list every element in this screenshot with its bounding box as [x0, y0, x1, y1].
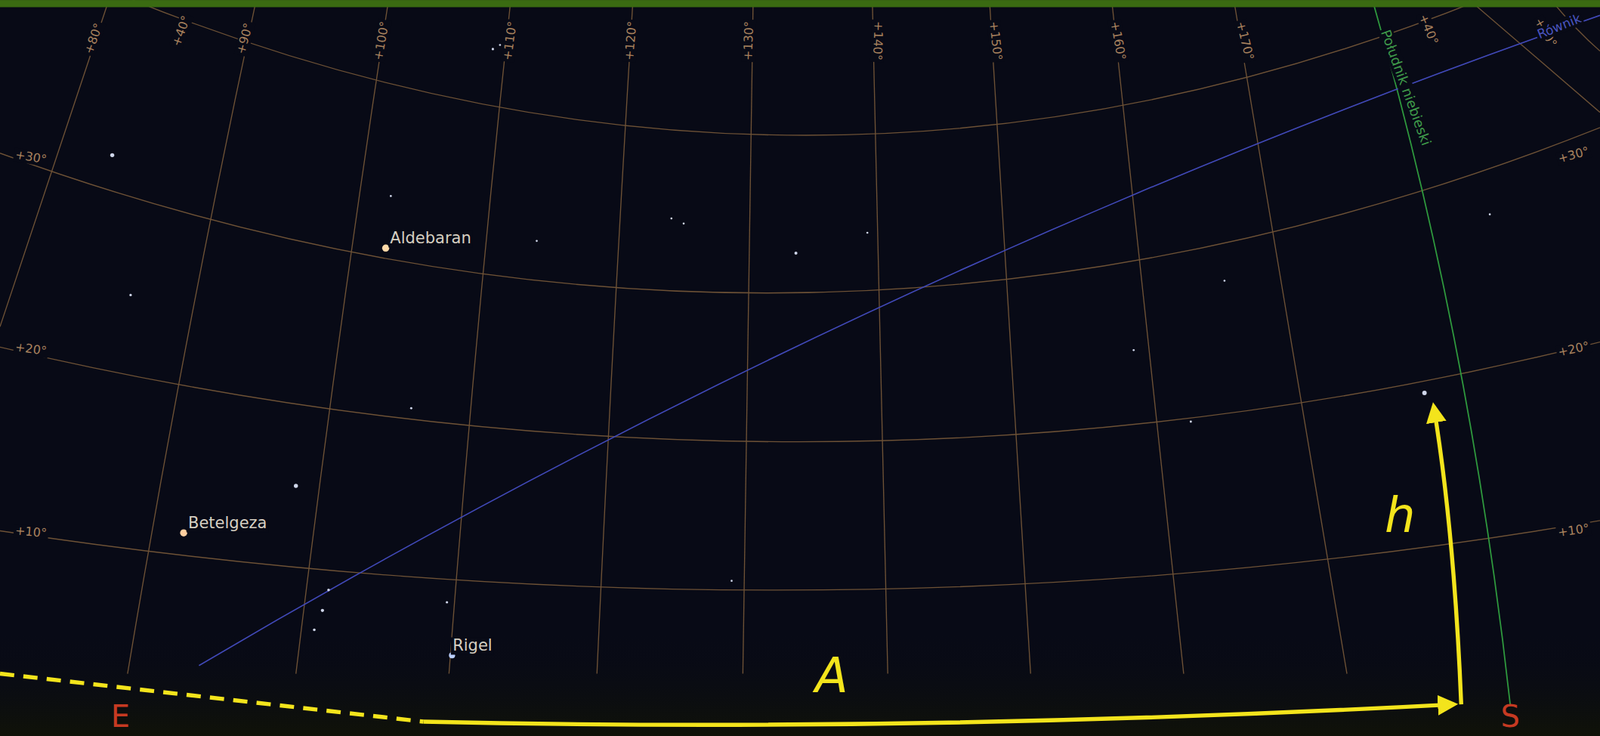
cardinal-direction: E: [111, 699, 130, 733]
azimuth-label: +100°: [371, 18, 393, 63]
azimuth-label: +90°: [234, 20, 257, 58]
altitude-label: +30°: [12, 147, 49, 167]
star-label: Aldebaran: [388, 230, 473, 248]
altitude-symbol: h: [1384, 488, 1416, 542]
altitude-label: +20°: [1555, 339, 1592, 360]
azimuth-label: +80°: [81, 20, 106, 58]
star-label: Betelgeza: [186, 514, 269, 532]
azimuth-label: +130°: [741, 19, 757, 63]
azimuth-label: +140°: [870, 19, 886, 63]
altitude-label: +10°: [1555, 521, 1592, 540]
altitude-label: +30°: [1554, 144, 1592, 167]
altitude-label: +20°: [12, 339, 50, 359]
azimuth-label: +160°: [1108, 18, 1129, 63]
azimuth-label: +110°: [500, 18, 520, 63]
meridian-label: Południk niebieski: [1377, 26, 1435, 149]
azimuth-label: +40°: [169, 12, 194, 50]
azimuth-label: +150°: [987, 18, 1005, 62]
star-label: Rigel: [450, 636, 495, 655]
azimuth-label: +120°: [622, 18, 640, 62]
altitude-label: +10°: [12, 523, 49, 541]
azimuth-symbol: A: [815, 648, 849, 702]
cardinal-direction: S: [1500, 699, 1520, 733]
azimuth-label: +170°: [1233, 18, 1258, 64]
